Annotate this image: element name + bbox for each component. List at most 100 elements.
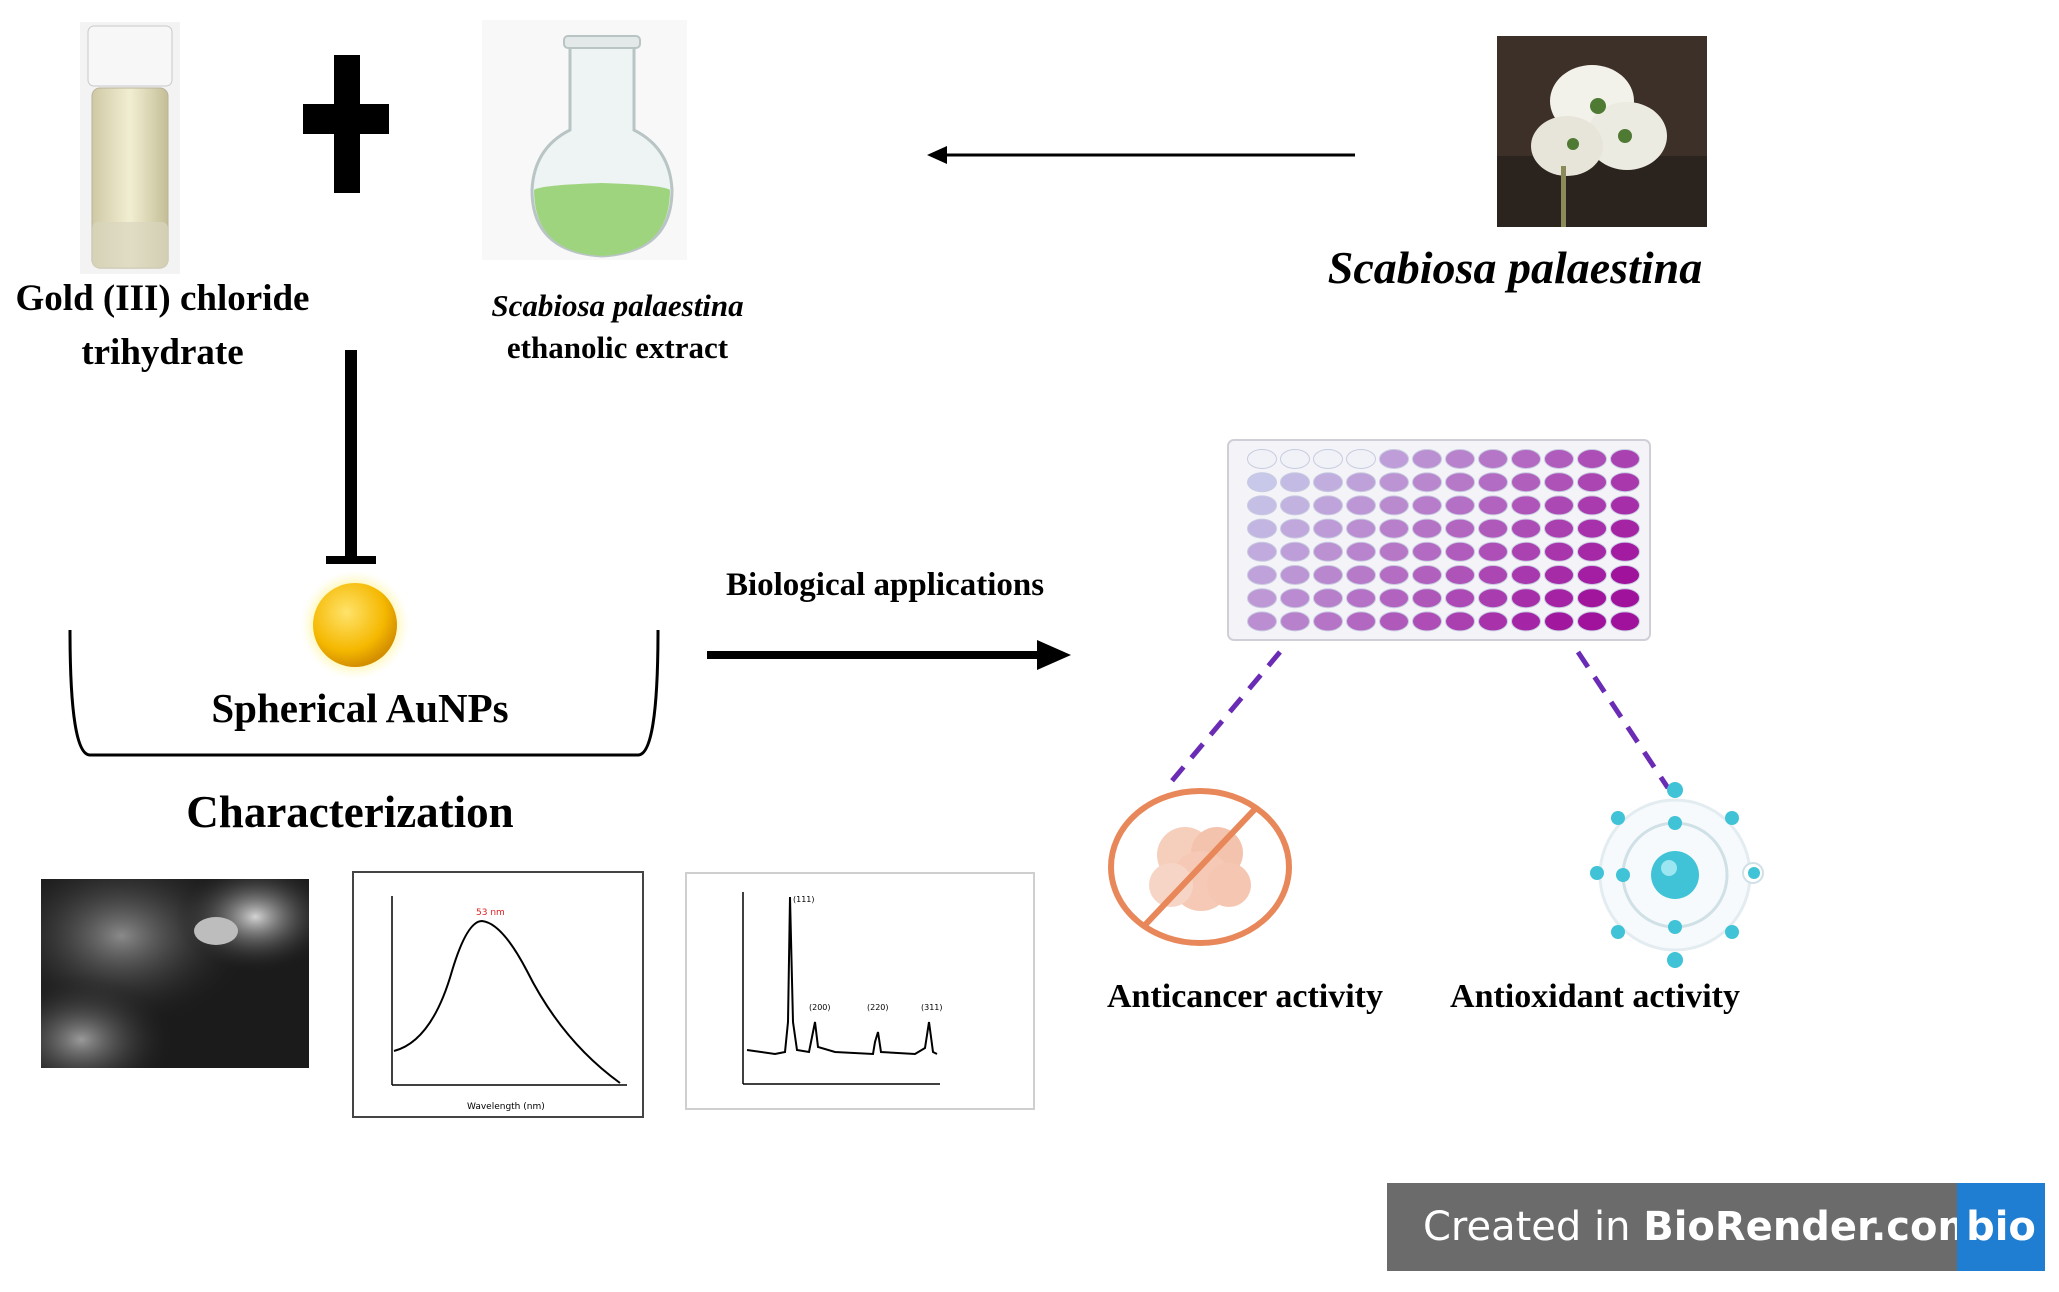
antioxidant-label: Antioxidant activity xyxy=(1450,978,1740,1015)
biorender-logo-icon: bio xyxy=(1957,1183,2045,1271)
plate-well xyxy=(1346,449,1376,469)
plate-well xyxy=(1478,611,1508,632)
plate-well xyxy=(1478,541,1508,562)
plate-well xyxy=(1280,611,1310,632)
plate-well xyxy=(1610,472,1640,493)
plate-well xyxy=(1577,611,1607,632)
arrow-to-aunps xyxy=(326,350,376,564)
plate-well xyxy=(1313,472,1343,493)
arrow-plant-to-extract xyxy=(927,146,1355,164)
plate-well xyxy=(1280,565,1310,585)
plate-well xyxy=(1412,588,1442,609)
plate-well xyxy=(1445,611,1475,632)
plate-well xyxy=(1445,541,1475,562)
plate-well xyxy=(1280,518,1310,539)
plate-well xyxy=(1280,541,1310,562)
plate-well xyxy=(1412,472,1442,493)
atom-icon xyxy=(1590,782,1764,968)
plate-well xyxy=(1346,588,1376,609)
arrow-to-applications xyxy=(707,640,1071,670)
plate-well xyxy=(1379,449,1409,469)
plate-well xyxy=(1313,495,1343,516)
plate-well xyxy=(1577,541,1607,562)
plate-well xyxy=(1280,472,1310,493)
plate-well xyxy=(1544,541,1574,562)
extract-label: Scabiosa palaestina ethanolic extract xyxy=(491,288,744,365)
plate-well xyxy=(1610,518,1640,539)
plate-well xyxy=(1478,565,1508,585)
xrd-peak-311: (311) xyxy=(921,1003,943,1012)
plate-well xyxy=(1478,472,1508,493)
plant-name-label: Scabiosa palaestina xyxy=(1327,242,1703,293)
plate-well xyxy=(1445,449,1475,469)
plate-well xyxy=(1280,588,1310,609)
plate-well xyxy=(1544,518,1574,539)
plate-well xyxy=(1346,565,1376,585)
plate-well xyxy=(1511,495,1541,516)
uv-peak-label: 53 nm xyxy=(476,908,505,918)
plate-well xyxy=(1412,449,1442,469)
plate-well xyxy=(1412,611,1442,632)
plate-well xyxy=(1313,449,1343,469)
flask-icon xyxy=(482,20,687,260)
plate-well xyxy=(1478,495,1508,516)
plate-well xyxy=(1478,449,1508,469)
plate-well xyxy=(1346,611,1376,632)
bio-apps-label: Biological applications xyxy=(725,567,1045,603)
plate-well xyxy=(1577,449,1607,469)
plate-well xyxy=(1247,472,1277,493)
plate-well xyxy=(1577,588,1607,609)
plate-well xyxy=(1412,541,1442,562)
plate-well xyxy=(1511,449,1541,469)
dashed-connectors xyxy=(1164,650,1671,790)
plate-well xyxy=(1544,495,1574,516)
plate-well xyxy=(1247,449,1277,469)
plate-well xyxy=(1412,565,1442,585)
plate-well xyxy=(1610,611,1640,632)
tem-image xyxy=(41,879,309,1068)
plate-well xyxy=(1412,495,1442,516)
plate-well xyxy=(1478,518,1508,539)
plate-well xyxy=(1445,472,1475,493)
plate-well xyxy=(1346,518,1376,539)
characterization-label: Characterization xyxy=(186,787,514,837)
xrd-peak-200: (200) xyxy=(809,1003,831,1012)
plate-well xyxy=(1313,611,1343,632)
plate-well xyxy=(1610,588,1640,609)
plus-icon xyxy=(303,55,389,193)
nanoparticle-icon xyxy=(300,570,410,680)
plate-well xyxy=(1610,449,1640,469)
biorender-badge[interactable]: Created in BioRender.com bio xyxy=(1387,1183,2045,1271)
xrd-peak-111: (111) xyxy=(793,895,815,904)
plate-well xyxy=(1445,518,1475,539)
characterization-bracket xyxy=(68,629,660,757)
plate-well xyxy=(1247,565,1277,585)
plate-well xyxy=(1544,472,1574,493)
plate-well xyxy=(1544,565,1574,585)
plate-well xyxy=(1511,518,1541,539)
plate-well xyxy=(1511,611,1541,632)
plate-well xyxy=(1445,565,1475,585)
no-cancer-icon xyxy=(1108,788,1292,946)
plate-well xyxy=(1379,518,1409,539)
plate-well xyxy=(1280,449,1310,469)
plate-well xyxy=(1544,449,1574,469)
plate-well xyxy=(1379,495,1409,516)
plate-well xyxy=(1577,495,1607,516)
plate-well xyxy=(1610,541,1640,562)
uv-vis-chart: 53 nm Wavelength (nm) xyxy=(352,871,644,1118)
plate-well xyxy=(1313,518,1343,539)
well-plate-icon xyxy=(1227,439,1651,641)
plate-well xyxy=(1544,588,1574,609)
anticancer-label: Anticancer activity xyxy=(1106,978,1384,1015)
xrd-peak-220: (220) xyxy=(867,1003,889,1012)
plate-well xyxy=(1478,588,1508,609)
aunps-label: Spherical AuNPs xyxy=(211,685,509,731)
plate-well xyxy=(1577,565,1607,585)
plate-well xyxy=(1379,541,1409,562)
plate-well xyxy=(1280,495,1310,516)
plate-well xyxy=(1610,495,1640,516)
plate-well xyxy=(1544,611,1574,632)
plate-well xyxy=(1379,565,1409,585)
uv-xlabel: Wavelength (nm) xyxy=(467,1102,545,1112)
